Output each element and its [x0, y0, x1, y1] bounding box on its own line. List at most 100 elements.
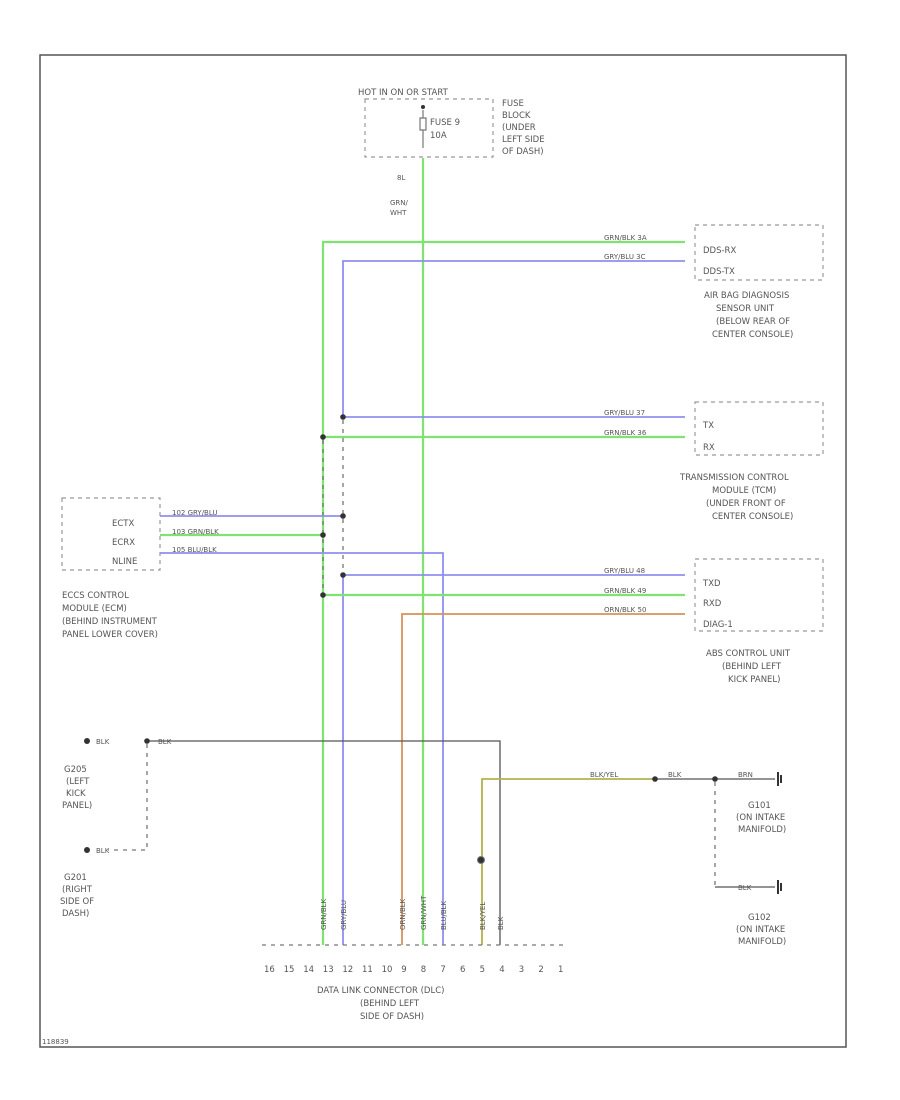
dlc-pin-number: 5: [480, 965, 485, 975]
airbag-wire-label: GRY/BLU 3C: [604, 253, 646, 261]
fuse-top-dot: [421, 105, 425, 109]
ground-wire-label: BLK: [96, 738, 110, 746]
ground-g201-terminal: [84, 847, 90, 853]
dlc-wire-label: BLK: [497, 916, 505, 930]
dlc-pin-number: 12: [342, 965, 353, 975]
wire-airbag-gry-blu: [342, 260, 685, 417]
tcm-pin-label: TX: [702, 421, 714, 431]
airbag-diagnosis-sensor-unit: DDS-RX DDS-TX GRN/BLK 3A GRY/BLU 3C AIR …: [604, 224, 824, 340]
airbag-wire-label: GRN/BLK 3A: [604, 234, 647, 242]
splice-dot: [340, 513, 346, 519]
wire-abs-orn-blk: [401, 613, 685, 945]
wire-airbag-grn-blk: [321, 240, 685, 945]
g102-label-line: G102: [748, 913, 771, 923]
g205-label-line: PANEL): [62, 801, 92, 811]
diagram-frame: [39, 54, 847, 1048]
fuse-location-line-4: LEFT SIDE: [502, 135, 545, 145]
eccs-name-line: (BEHIND INSTRUMENT: [62, 617, 158, 627]
eccs-wire-label: 105 BLU/BLK: [172, 546, 217, 554]
g205-label-line: G205: [64, 765, 87, 775]
tcm-name-line: (UNDER FRONT OF: [706, 499, 786, 509]
dlc-pin-number: 14: [303, 965, 314, 975]
tcm-name-line: CENTER CONSOLE): [712, 512, 793, 522]
airbag-name-line: (BELOW REAR OF: [716, 317, 790, 327]
g102-label-line: MANIFOLD): [738, 937, 786, 947]
wire-blk-yel: [481, 778, 655, 945]
splice-dot: [340, 414, 346, 420]
fuse-symbol: [419, 110, 427, 148]
tcm-name-line: MODULE (TCM): [712, 486, 776, 496]
dlc-pin-number: 10: [382, 965, 393, 975]
dlc-name-line: SIDE OF DASH): [360, 1012, 424, 1022]
ground-g205-terminal: [84, 738, 90, 744]
dlc-pin-number: 3: [519, 965, 524, 975]
abs-wire-label: GRN/BLK 49: [604, 587, 646, 595]
splice-dot: [340, 572, 346, 578]
splice-dot: [320, 592, 326, 598]
ground-wire-label: BLK: [158, 738, 172, 746]
tcm-pin-label: RX: [703, 443, 715, 453]
eccs-wire-label: 102 GRY/BLU: [172, 509, 218, 517]
splice-dot: [320, 532, 326, 538]
airbag-name-line: CENTER CONSOLE): [712, 330, 793, 340]
tcm-wire-label: GRN/BLK 36: [604, 429, 647, 437]
connector-dot: [477, 856, 485, 864]
feed-wire-color-2: WHT: [390, 209, 407, 217]
airbag-name-line: AIR BAG DIAGNOSIS: [704, 291, 789, 301]
ground-wire-label: BLK: [96, 847, 110, 855]
ground-dash-link: [108, 744, 148, 851]
transmission-control-module: TX RX GRY/BLU 37 GRN/BLK 36 TRANSMISSION…: [604, 401, 824, 522]
g201-label-line: (RIGHT: [62, 885, 93, 895]
dlc-name-line: DATA LINK CONNECTOR (DLC): [317, 986, 444, 996]
abs-wire-label: GRY/BLU 48: [604, 567, 645, 575]
fuse-supply-label: HOT IN ON OR START: [358, 88, 449, 98]
tcm-box: [694, 401, 824, 456]
wire-ground-blk: [147, 740, 501, 945]
fuse-location-line-2: BLOCK: [502, 111, 531, 121]
tcm-wire-label: GRY/BLU 37: [604, 409, 645, 417]
eccs-pin-label: NLINE: [112, 557, 137, 567]
eccs-name-line: MODULE (ECM): [62, 604, 127, 614]
abs-control-unit: TXD RXD DIAG-1 GRY/BLU 48 GRN/BLK 49 ORN…: [604, 558, 824, 685]
g205-label-line: KICK: [66, 789, 86, 799]
fuse-rating: 10A: [430, 131, 447, 141]
right-grounds: BLK/YEL BLK BRN BLK G101 (ON INTAKE MANI…: [590, 771, 786, 947]
dlc-pin-number: 13: [323, 965, 334, 975]
dlc-pin-number: 15: [284, 965, 295, 975]
g101-label-line: MANIFOLD): [738, 825, 786, 835]
abs-pin-label: TXD: [702, 579, 721, 589]
fuse-block: HOT IN ON OR START FUSE 9 10A FUSE BLOCK…: [358, 88, 545, 158]
splice-dot: [144, 738, 150, 744]
airbag-unit-box: [694, 224, 824, 281]
g201-label-line: DASH): [62, 909, 89, 919]
feed-wire-circuit: 8L: [397, 174, 405, 182]
splice-dot: [652, 776, 658, 782]
dlc-wire-label: ORN/BLK: [399, 898, 407, 930]
abs-pin-label: DIAG-1: [703, 620, 733, 630]
eccs-name-line: ECCS CONTROL: [62, 591, 129, 601]
fuse-location-line-1: FUSE: [502, 99, 524, 109]
abs-box: [694, 558, 824, 632]
airbag-pin-label: DDS-TX: [703, 267, 735, 277]
tcm-name-line: TRANSMISSION CONTROL: [679, 473, 789, 483]
eccs-box: [61, 497, 161, 571]
dlc-wire-label: GRN/WHT: [420, 895, 428, 930]
fuse-name: FUSE 9: [430, 118, 460, 128]
dlc-pin-number: 2: [538, 965, 543, 975]
airbag-name-line: SENSOR UNIT: [716, 304, 775, 314]
dlc-pin-number: 4: [499, 965, 504, 975]
dlc-pin-number: 6: [460, 965, 465, 975]
feed-wire-color-1: GRN/: [390, 199, 409, 207]
dlc-wire-label: GRY/BLU: [340, 900, 348, 930]
abs-pin-label: RXD: [703, 599, 722, 609]
ground-g102-symbol: [777, 880, 782, 894]
fuse-location-line-3: (UNDER: [502, 123, 536, 133]
data-link-connector: GRN/BLK GRY/BLU ORN/BLK GRN/WHT BLU/BLK …: [262, 895, 565, 1022]
splice-dot: [712, 776, 718, 782]
airbag-pin-label: DDS-RX: [703, 246, 736, 256]
dlc-name-line: (BEHIND LEFT: [360, 999, 420, 1009]
g201-label-line: G201: [64, 873, 87, 883]
fuse-block-box: [364, 98, 494, 158]
abs-name-line: KICK PANEL): [728, 675, 780, 685]
